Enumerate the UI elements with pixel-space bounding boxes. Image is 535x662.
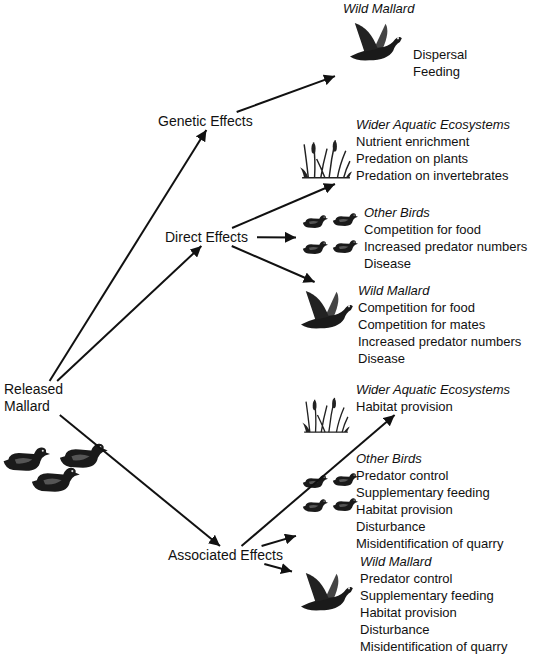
duck-illustration [32, 468, 80, 492]
effect-item: Disturbance [356, 518, 533, 535]
bird-illustration [303, 241, 328, 254]
reeds-illustration [302, 398, 350, 432]
effect-arrow [257, 236, 296, 238]
group-heading: Wild Mallard [343, 0, 533, 17]
source-node: Released Mallard [4, 381, 74, 415]
effect-item: Supplementary feeding [356, 484, 533, 501]
effect-item: Disease [358, 350, 533, 367]
category-label: Direct Effects [165, 228, 257, 246]
bird-illustration [333, 498, 358, 511]
bird-illustration [303, 215, 328, 228]
receptor-group: Wider Aquatic EcosystemsHabitat provisio… [296, 381, 533, 415]
effect-item: Dispersal [413, 46, 533, 63]
effect-item: Habitat provision [360, 604, 533, 621]
effect-arrow [262, 536, 296, 546]
effect-arrow [57, 246, 201, 381]
category-label: Genetic Effects [158, 112, 266, 130]
effect-item: Habitat provision [356, 501, 533, 518]
effect-arrow [50, 130, 207, 381]
group-heading: Wider Aquatic Ecosystems [356, 116, 533, 133]
category-node: Direct Effects [165, 228, 257, 246]
effect-arrow [242, 415, 395, 546]
effect-item: Feeding [413, 63, 533, 80]
effect-arrow [60, 415, 220, 546]
effect-arrow [237, 76, 335, 112]
receptor-group: Wild MallardCompetition for foodCompetit… [292, 282, 533, 367]
receptor-group: Wild MallardPredator controlSupplementar… [292, 553, 533, 655]
receptor-group: Other BirdsCompetition for foodIncreased… [296, 204, 533, 272]
effect-item: Competition for mates [358, 316, 533, 333]
effect-item: Predation on plants [356, 150, 533, 167]
effect-item: Misidentification of quarry [356, 535, 533, 552]
mallard-illustration [301, 573, 353, 611]
bird-illustration [303, 499, 328, 512]
category-node: Associated Effects [168, 546, 294, 564]
effect-item: Nutrient enrichment [356, 133, 533, 150]
effect-arrow [264, 564, 292, 571]
receptor-group: Wild MallardDispersalFeeding [335, 0, 533, 80]
effect-item: Disease [364, 255, 533, 272]
receptor-group: Other BirdsPredator controlSupplementary… [296, 450, 533, 552]
effect-arrow [232, 246, 315, 282]
effect-item: Predator control [360, 570, 533, 587]
group-heading: Other Birds [364, 204, 533, 221]
group-heading: Wild Mallard [360, 553, 533, 570]
effect-item: Increased predator numbers [358, 333, 533, 350]
group-heading: Wild Mallard [358, 282, 533, 299]
category-label: Associated Effects [168, 546, 294, 564]
effect-item: Supplementary feeding [360, 587, 533, 604]
receptor-group: Wider Aquatic EcosystemsNutrient enrichm… [296, 116, 533, 184]
effect-item: Disturbance [360, 621, 533, 638]
mallard-illustration [350, 23, 402, 61]
effect-item: Competition for food [364, 221, 533, 238]
source-label: Released Mallard [4, 381, 74, 415]
group-heading: Wider Aquatic Ecosystems [356, 381, 533, 398]
reeds-illustration [300, 140, 352, 177]
bird-illustration [333, 213, 358, 226]
effect-item: Increased predator numbers [364, 238, 533, 255]
bird-illustration [333, 240, 358, 253]
mallard-illustration [301, 291, 353, 329]
effect-item: Misidentification of quarry [360, 638, 533, 655]
category-node: Genetic Effects [158, 112, 266, 130]
effect-item: Competition for food [358, 299, 533, 316]
bird-illustration [333, 473, 358, 486]
effect-item: Predation on invertebrates [356, 167, 533, 184]
group-heading: Other Birds [356, 450, 533, 467]
effect-item: Habitat provision [356, 398, 533, 415]
effect-item: Predator control [356, 467, 533, 484]
effect-arrow [232, 184, 335, 228]
duck-illustration [4, 448, 50, 471]
